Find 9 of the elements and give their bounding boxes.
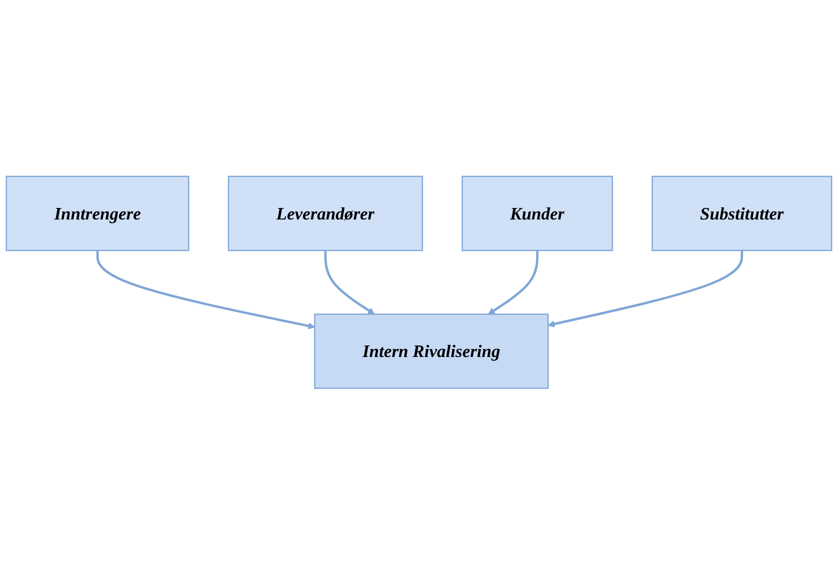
node-box: Intern Rivalisering [314,313,549,389]
arrow [96,250,315,329]
node-box: Kunder [462,175,613,251]
arrow [488,250,539,314]
node-box: Substitutter [652,175,832,251]
arrow [324,250,375,314]
node-box: Inntrengere [6,175,190,251]
node-box: Leverandører [228,175,424,251]
arrow [548,250,744,328]
